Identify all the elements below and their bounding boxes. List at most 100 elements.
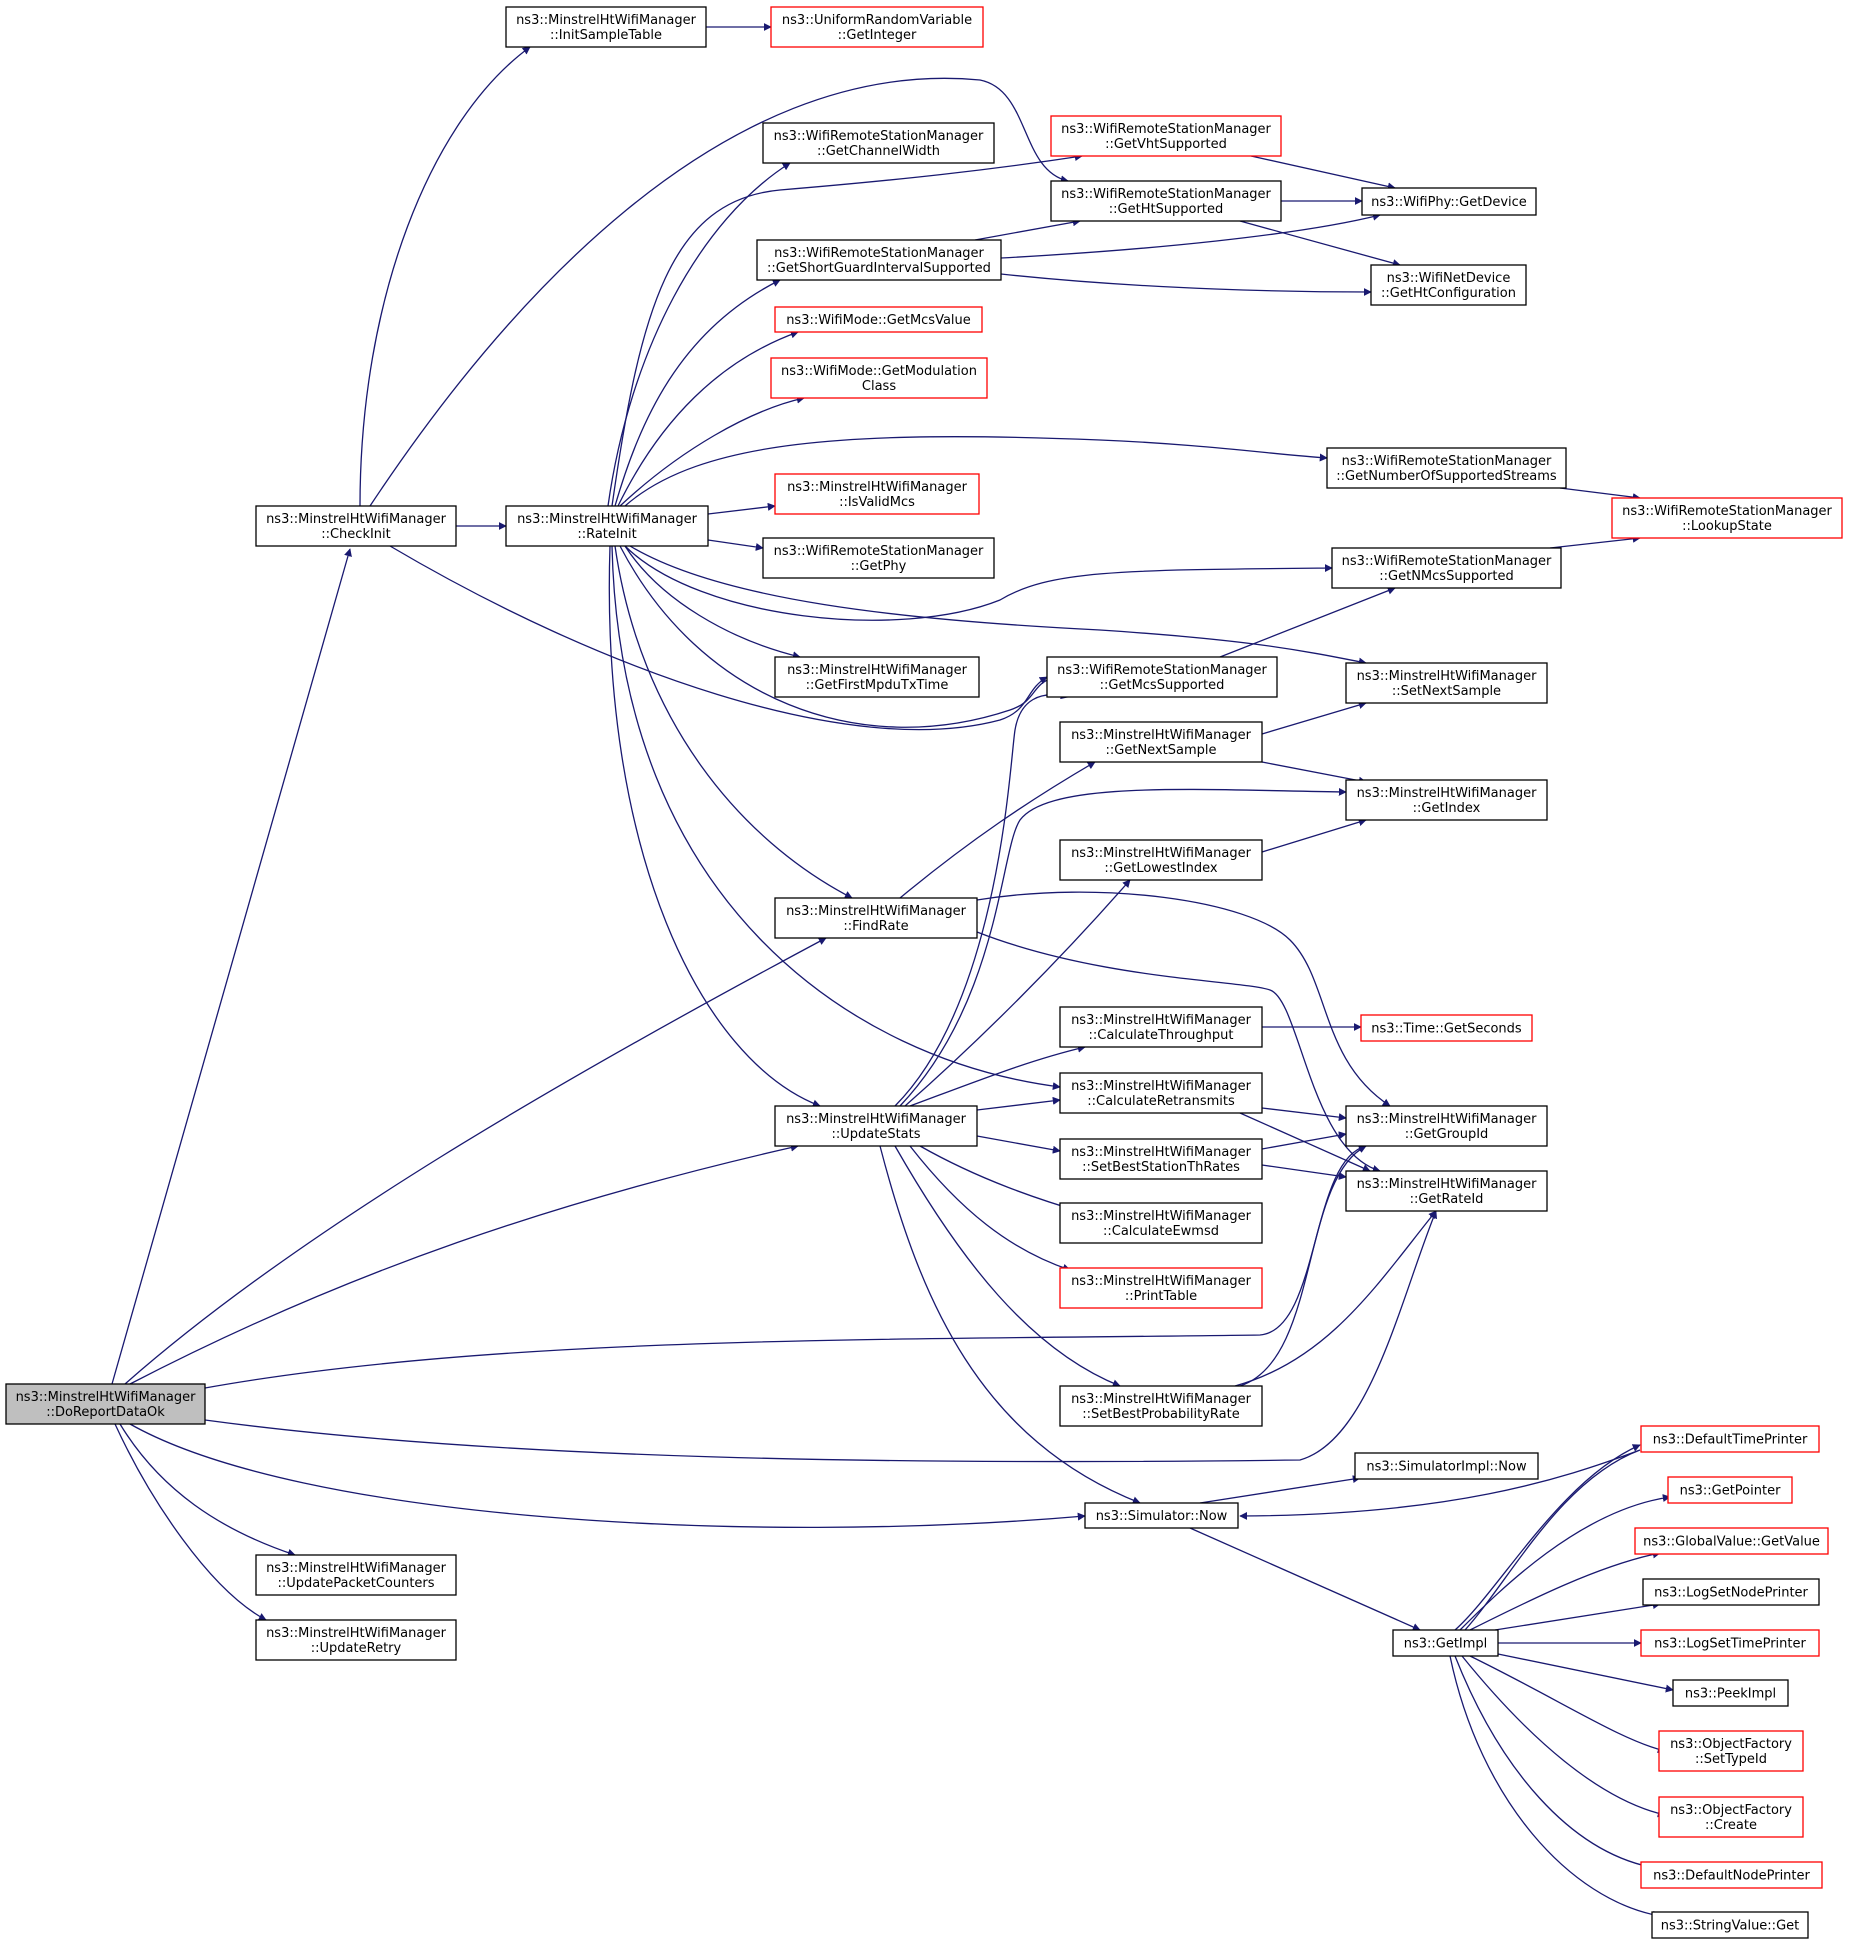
edge-checkinit-to-ht [369,77,1069,507]
node-simimplnow[interactable]: ns3::SimulatorImpl::Now [1354,1452,1539,1480]
node-updpkt[interactable]: ns3::MinstrelHtWifiManager::UpdatePacket… [255,1554,457,1596]
node-label-line: ns3::MinstrelHtWifiManager [1071,846,1252,861]
node-vht[interactable]: ns3::WifiRemoteStationManager::GetVhtSup… [1050,115,1282,157]
node-deftime[interactable]: ns3::DefaultTimePrinter [1640,1425,1820,1453]
edge-rateinit-to-updstats [608,545,821,1108]
node-label-line: ::GetIndex [1413,801,1481,816]
node-isvalid[interactable]: ns3::MinstrelHtWifiManager::IsValidMcs [774,473,980,515]
edge-getimpl-to-settypeid [1469,1655,1666,1754]
edge-line [1239,1449,1641,1631]
node-setbestprob[interactable]: ns3::MinstrelHtWifiManager::SetBestProba… [1059,1385,1263,1427]
node-mcssupported[interactable]: ns3::WifiRemoteStationManager::GetMcsSup… [1046,656,1278,698]
node-box [1345,1105,1548,1147]
node-checkinit[interactable]: ns3::MinstrelHtWifiManager::CheckInit [255,505,457,547]
edge-rateinit-to-mcsvalue [617,330,799,507]
edge-line [909,1145,1071,1272]
node-ewmsd[interactable]: ns3::MinstrelHtWifiManager::CalculateEwm… [1059,1202,1263,1244]
node-box [255,1619,457,1661]
node-getpointer[interactable]: ns3::GetPointer [1667,1476,1793,1504]
node-calcthr[interactable]: ns3::MinstrelHtWifiManager::CalculateThr… [1059,1006,1263,1048]
node-rateinit[interactable]: ns3::MinstrelHtWifiManager::RateInit [505,505,709,547]
node-calcret[interactable]: ns3::MinstrelHtWifiManager::CalculateRet… [1059,1072,1263,1114]
node-simnow[interactable]: ns3::Simulator::Now [1084,1502,1239,1529]
node-doreport[interactable]: ns3::MinstrelHtWifiManager::DoReportData… [5,1383,206,1425]
node-rateid[interactable]: ns3::MinstrelHtWifiManager::GetRateId [1345,1170,1548,1212]
node-peekimpl[interactable]: ns3::PeekImpl [1672,1679,1789,1707]
node-label-line: ::UpdatePacketCounters [277,1576,434,1591]
node-label-line: ns3::Simulator::Now [1096,1509,1228,1524]
node-box [1050,115,1282,157]
node-label-line: ns3::WifiRemoteStationManager [1061,187,1271,202]
node-getseconds[interactable]: ns3::Time::GetSeconds [1360,1014,1533,1042]
node-groupid[interactable]: ns3::MinstrelHtWifiManager::GetGroupId [1345,1105,1548,1147]
node-setbestth[interactable]: ns3::MinstrelHtWifiManager::SetBestStati… [1059,1138,1263,1180]
node-logtime[interactable]: ns3::LogSetTimePrinter [1640,1629,1820,1657]
node-settypeid[interactable]: ns3::ObjectFactory::SetTypeId [1658,1730,1804,1772]
edge-rateinit-to-vht [611,153,1083,507]
node-initsample[interactable]: ns3::MinstrelHtWifiManager::InitSampleTa… [505,6,707,48]
node-sgi[interactable]: ns3::WifiRemoteStationManager::GetShortG… [756,239,1002,281]
edge-line [611,153,1083,507]
node-findrate[interactable]: ns3::MinstrelHtWifiManager::FindRate [774,897,978,939]
node-box [1059,1006,1263,1048]
node-box [756,239,1002,281]
node-label-line: ns3::DefaultTimePrinter [1653,1433,1808,1448]
node-label-line: ::Create [1705,1818,1757,1833]
edge-doreport-to-updretry [114,1423,267,1621]
edge-line [904,879,1131,1107]
edge-getimpl-to-strget [1449,1655,1661,1919]
node-numstreams[interactable]: ns3::WifiRemoteStationManager::GetNumber… [1326,447,1567,489]
node-lowest[interactable]: ns3::MinstrelHtWifiManager::GetLowestInd… [1059,839,1263,881]
edge-setbestth-to-groupid [1261,1131,1347,1150]
node-label-line: ns3::WifiPhy::GetDevice [1371,195,1527,210]
edge-line [1261,1131,1347,1150]
node-ofcreate[interactable]: ns3::ObjectFactory::Create [1658,1796,1804,1838]
node-getnext[interactable]: ns3::MinstrelHtWifiManager::GetNextSampl… [1059,721,1263,763]
node-ht[interactable]: ns3::WifiRemoteStationManager::GetHtSupp… [1050,180,1282,222]
node-getindex[interactable]: ns3::MinstrelHtWifiManager::GetIndex [1345,779,1548,821]
node-globalval[interactable]: ns3::GlobalValue::GetValue [1634,1527,1829,1555]
node-getphy[interactable]: ns3::WifiRemoteStationManager::GetPhy [762,537,995,579]
node-nmcs[interactable]: ns3::WifiRemoteStationManager::GetNMcsSu… [1331,547,1562,589]
node-defnode[interactable]: ns3::DefaultNodePrinter [1640,1861,1823,1889]
node-htconf[interactable]: ns3::WifiNetDevice::GetHtConfiguration [1370,264,1527,306]
node-label-line: ns3::WifiMode::GetModulation [781,364,977,379]
node-printtable[interactable]: ns3::MinstrelHtWifiManager::PrintTable [1059,1267,1263,1309]
node-strget[interactable]: ns3::StringValue::Get [1651,1911,1809,1939]
edge-line [624,436,1328,507]
node-lookup[interactable]: ns3::WifiRemoteStationManager::LookupSta… [1611,497,1843,539]
node-box [1059,1267,1263,1309]
node-uniform[interactable]: ns3::UniformRandomVariable::GetInteger [770,6,984,48]
node-label-line: ns3::MinstrelHtWifiManager [266,512,447,527]
node-label-line: ns3::MinstrelHtWifiManager [1071,1145,1252,1160]
node-updretry[interactable]: ns3::MinstrelHtWifiManager::UpdateRetry [255,1619,457,1661]
node-box [1640,1861,1823,1889]
node-label-line: ::GetPhy [851,559,907,574]
edge-updstats-to-getindex [899,787,1347,1107]
node-label-line: ns3::MinstrelHtWifiManager [1071,1013,1252,1028]
node-firstmpdu[interactable]: ns3::MinstrelHtWifiManager::GetFirstMpdu… [774,656,980,698]
edge-doreport-to-simnow [129,1423,1086,1529]
node-setnext[interactable]: ns3::MinstrelHtWifiManager::SetNextSampl… [1345,662,1548,704]
node-box [1326,447,1567,489]
node-label-line: ::IsValidMcs [839,495,915,510]
node-box [770,6,984,48]
node-mcsvalue[interactable]: ns3::WifiMode::GetMcsValue [774,306,983,333]
node-label-line: ns3::MinstrelHtWifiManager [1357,786,1538,801]
node-box [774,473,980,515]
node-label-line: ns3::MinstrelHtWifiManager [1357,1177,1538,1192]
node-getimpl[interactable]: ns3::GetImpl [1392,1629,1499,1657]
edge-line [1234,1210,1437,1387]
node-box [505,6,707,48]
edge-getimpl-to-defnode [1454,1655,1651,1870]
node-updstats[interactable]: ns3::MinstrelHtWifiManager::UpdateStats [774,1105,978,1147]
node-phydevice[interactable]: ns3::WifiPhy::GetDevice [1361,187,1537,216]
edge-line [1239,220,1401,267]
node-label-line: ns3::MinstrelHtWifiManager [787,480,968,495]
node-box [1345,779,1548,821]
node-lognode[interactable]: ns3::LogSetNodePrinter [1642,1578,1820,1606]
edge-line [894,691,1069,1107]
node-label-line: ns3::WifiRemoteStationManager [774,129,984,144]
node-chanwidth[interactable]: ns3::WifiRemoteStationManager::GetChanne… [762,122,995,164]
